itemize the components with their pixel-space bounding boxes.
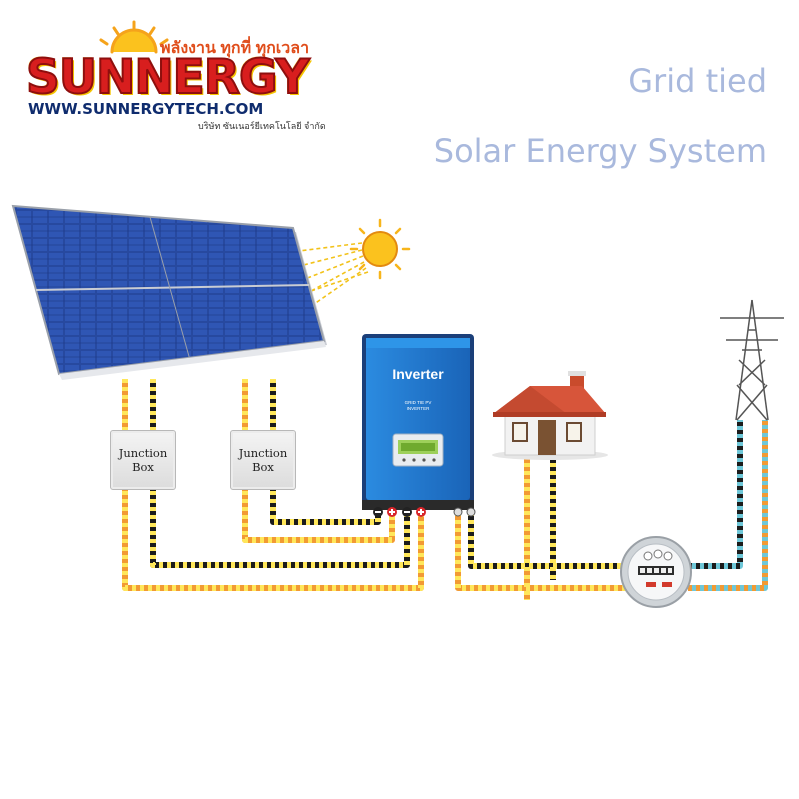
logo-slogan: พลังงาน ทุกที่ ทุกเวลา [160, 40, 310, 57]
solar-panel [11, 204, 327, 380]
title-line-2: Solar Energy System [433, 132, 767, 170]
logo-sun-icon [99, 20, 169, 54]
wires-grid [688, 420, 768, 591]
junction-box-1-line2: Box [132, 460, 154, 474]
logo-brand: SUNNERGY [25, 49, 311, 106]
inverter-sub-1: GRID TIE PV [404, 400, 432, 405]
title-line-1: Grid tied [628, 62, 767, 100]
junction-box-1: Junction Box [110, 430, 176, 490]
logo-company: บริษัท ซันเนอร์ยีเทคโนโลยี จำกัด [198, 121, 326, 131]
electric-meter-icon [620, 536, 692, 608]
inverter-unit [362, 334, 474, 510]
junction-box-1-line1: Junction [118, 446, 168, 460]
inverter-subtitle: GRID TIE PV INVERTER [400, 400, 436, 412]
house-icon [492, 371, 608, 460]
power-tower-icon [720, 299, 784, 421]
junction-box-2: Junction Box [230, 430, 296, 490]
wires-ac [455, 455, 630, 600]
inverter-label: Inverter [392, 366, 444, 382]
sun-icon [349, 218, 411, 280]
inverter-sub-2: INVERTER [406, 406, 430, 411]
brand-logo: พลังงาน ทุกที่ ทุกเวลา SUNNERGY WWW.SUNN… [22, 28, 326, 131]
junction-box-2-line2: Box [252, 460, 274, 474]
logo-website: WWW.SUNNERGYTECH.COM [28, 100, 264, 118]
inverter-terminals [373, 507, 476, 517]
junction-box-2-line1: Junction [238, 446, 288, 460]
